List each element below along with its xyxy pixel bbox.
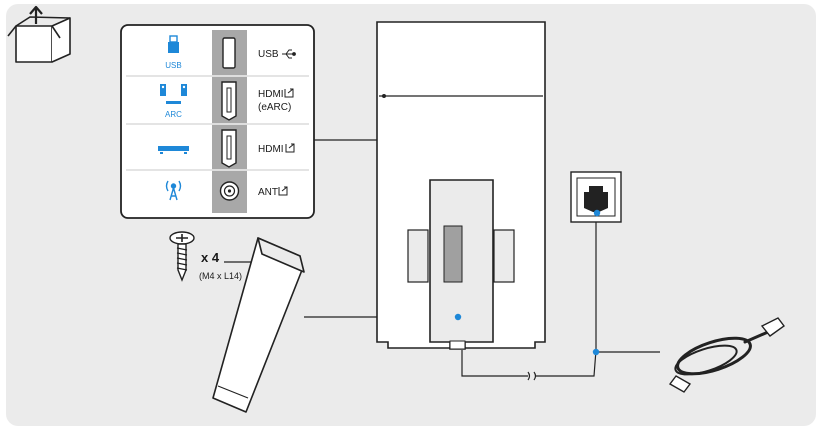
stand-dot xyxy=(454,313,462,321)
port-row-hdmi: HDMI xyxy=(158,129,295,168)
port-label-usb: USB xyxy=(258,49,279,60)
power-plug-end xyxy=(760,317,785,337)
port-row-usb: USB USB xyxy=(165,35,296,70)
unbox-icon xyxy=(7,5,71,63)
port-label-hdmi-earc: HDMI xyxy=(258,89,284,100)
port-row-ant: ANT xyxy=(165,180,288,201)
cable-break-icon xyxy=(527,371,537,381)
hdmi-port-icon xyxy=(221,81,237,121)
vesa-panel-right xyxy=(493,229,515,283)
wall-socket xyxy=(570,171,622,223)
usb-port-icon xyxy=(222,37,236,69)
input-icon xyxy=(284,88,294,98)
speaker-system-icon xyxy=(160,84,187,104)
port-label-hdmi: HDMI xyxy=(258,144,284,155)
stand-part xyxy=(212,237,305,413)
port-label-ant: ANT xyxy=(258,187,278,198)
cable-exit xyxy=(449,340,466,350)
source-label-usb: USB xyxy=(165,61,181,70)
power-cord xyxy=(674,330,770,376)
screw-icon xyxy=(169,231,195,282)
port-sublabel-earc: (eARC) xyxy=(258,102,291,113)
vesa-panel-left xyxy=(407,229,429,283)
hdmi-port-icon-2 xyxy=(221,129,237,168)
port-row-hdmi-earc: ARC HDMI (eARC) xyxy=(160,81,294,121)
soundbar-icon xyxy=(158,146,189,154)
input-icon-3 xyxy=(278,186,288,196)
source-label-arc: ARC xyxy=(165,110,182,119)
row-dividers-white xyxy=(212,75,247,171)
screw-size: (M4 x L14) xyxy=(199,271,242,281)
tv-back xyxy=(376,21,546,350)
usb-symbol-icon xyxy=(282,49,296,59)
cable-clip xyxy=(443,225,463,283)
power-cable-line xyxy=(461,212,597,377)
power-connector-end xyxy=(668,375,692,393)
screw-quantity: x 4 xyxy=(201,250,220,265)
usb-icon xyxy=(168,35,179,53)
antenna-icon xyxy=(165,180,182,201)
input-icon-2 xyxy=(285,143,295,153)
socket-dot xyxy=(593,209,601,217)
power-dot xyxy=(592,348,600,356)
power-plug-icon xyxy=(584,192,608,212)
